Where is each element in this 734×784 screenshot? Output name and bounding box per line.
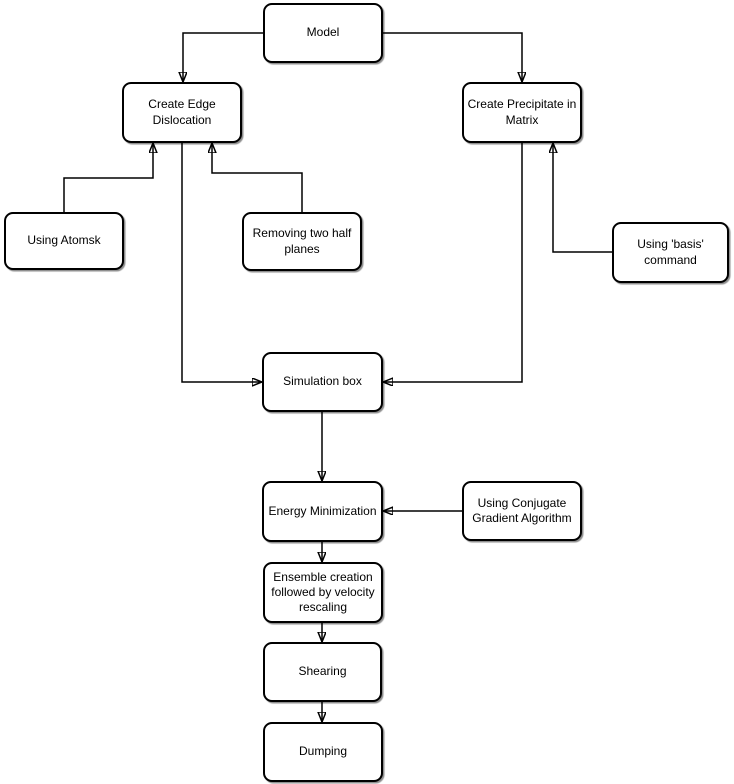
node-using-atomsk: Using Atomsk [4,212,124,270]
node-model: Model [263,3,383,63]
node-ensemble-creation-label: Ensemble creation followed by velocity r… [271,569,375,615]
node-shearing: Shearing [263,642,382,702]
node-create-precipitate-in-matrix: Create Precipitate in Matrix [462,82,582,143]
edge-create-precipitate-to-simulation-box [383,143,523,382]
node-shearing-label: Shearing [298,664,347,679]
node-model-label: Model [306,25,340,40]
node-using-conjugate-gradient-algorithm-label: Using Conjugate Gradient Algorithm [472,495,572,525]
node-dumping-label: Dumping [298,744,348,759]
edge-using-basis-to-create-precipitate [553,143,612,253]
node-using-basis-command: Using 'basis' command [612,222,729,283]
node-simulation-box: Simulation box [262,352,383,412]
node-create-precipitate-in-matrix-label: Create Precipitate in Matrix [467,97,577,127]
node-energy-minimization: Energy Minimization [262,481,383,542]
edge-model-to-create-edge-dislocation [183,32,263,82]
edge-model-to-create-precipitate [383,32,522,82]
node-create-edge-dislocation-label: Create Edge Dislocation [148,97,216,127]
node-removing-two-half-planes: Removing two half planes [242,212,362,271]
node-energy-minimization-label: Energy Minimization [268,503,377,518]
node-using-conjugate-gradient-algorithm: Using Conjugate Gradient Algorithm [462,481,582,541]
node-dumping: Dumping [263,722,383,782]
node-using-atomsk-label: Using Atomsk [27,233,101,248]
node-removing-two-half-planes-label: Removing two half planes [252,226,352,256]
edge-using-atomsk-to-create-edge-dislocation [63,143,153,212]
node-using-basis-command-label: Using 'basis' command [637,237,704,267]
node-ensemble-creation: Ensemble creation followed by velocity r… [263,562,383,623]
node-simulation-box-label: Simulation box [283,374,362,389]
edge-removing-planes-to-create-edge-dislocation [212,143,303,212]
node-create-edge-dislocation: Create Edge Dislocation [122,82,242,143]
